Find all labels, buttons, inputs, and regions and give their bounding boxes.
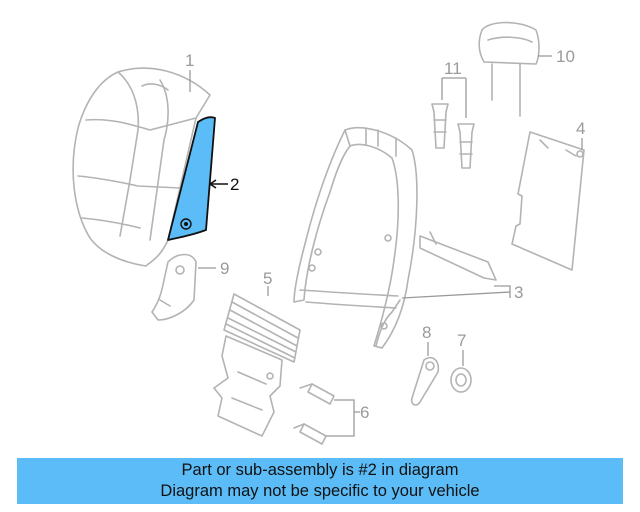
headrest-guide-part: [431, 103, 475, 169]
side-panel-part-highlighted[interactable]: [167, 116, 216, 241]
info-banner: Part or sub-assembly is #2 in diagram Di…: [17, 458, 623, 504]
back-panel-part: [511, 131, 585, 271]
callout-10: 10: [556, 47, 575, 66]
callout-4: 4: [576, 119, 585, 138]
callout-11: 11: [444, 59, 462, 78]
spring-mat-part: [213, 293, 301, 437]
seat-back-frame-part: [293, 127, 497, 349]
banner-line-part-number: Part or sub-assembly is #2 in diagram: [181, 461, 459, 479]
callout-7: 7: [457, 331, 466, 350]
callout-3: 3: [514, 283, 523, 302]
headrest-part: [478, 21, 540, 117]
connector-parts: [293, 383, 335, 445]
bracket-part: [151, 253, 197, 321]
parts-diagram: 1 2 3 4 5 6 7 8 9 10 11: [72, 21, 585, 445]
callout-9: 9: [220, 259, 229, 278]
callout-8: 8: [422, 323, 431, 342]
banner-line-disclaimer: Diagram may not be specific to your vehi…: [160, 482, 480, 500]
callout-1: 1: [185, 51, 194, 70]
leader-lines: [189, 55, 583, 437]
recliner-handle-part: [410, 356, 440, 406]
knob-part: [450, 367, 472, 393]
callout-5: 5: [263, 269, 272, 288]
callout-2[interactable]: 2: [230, 175, 239, 194]
seat-back-cushion-part: [72, 67, 211, 267]
callout-6: 6: [360, 403, 369, 422]
